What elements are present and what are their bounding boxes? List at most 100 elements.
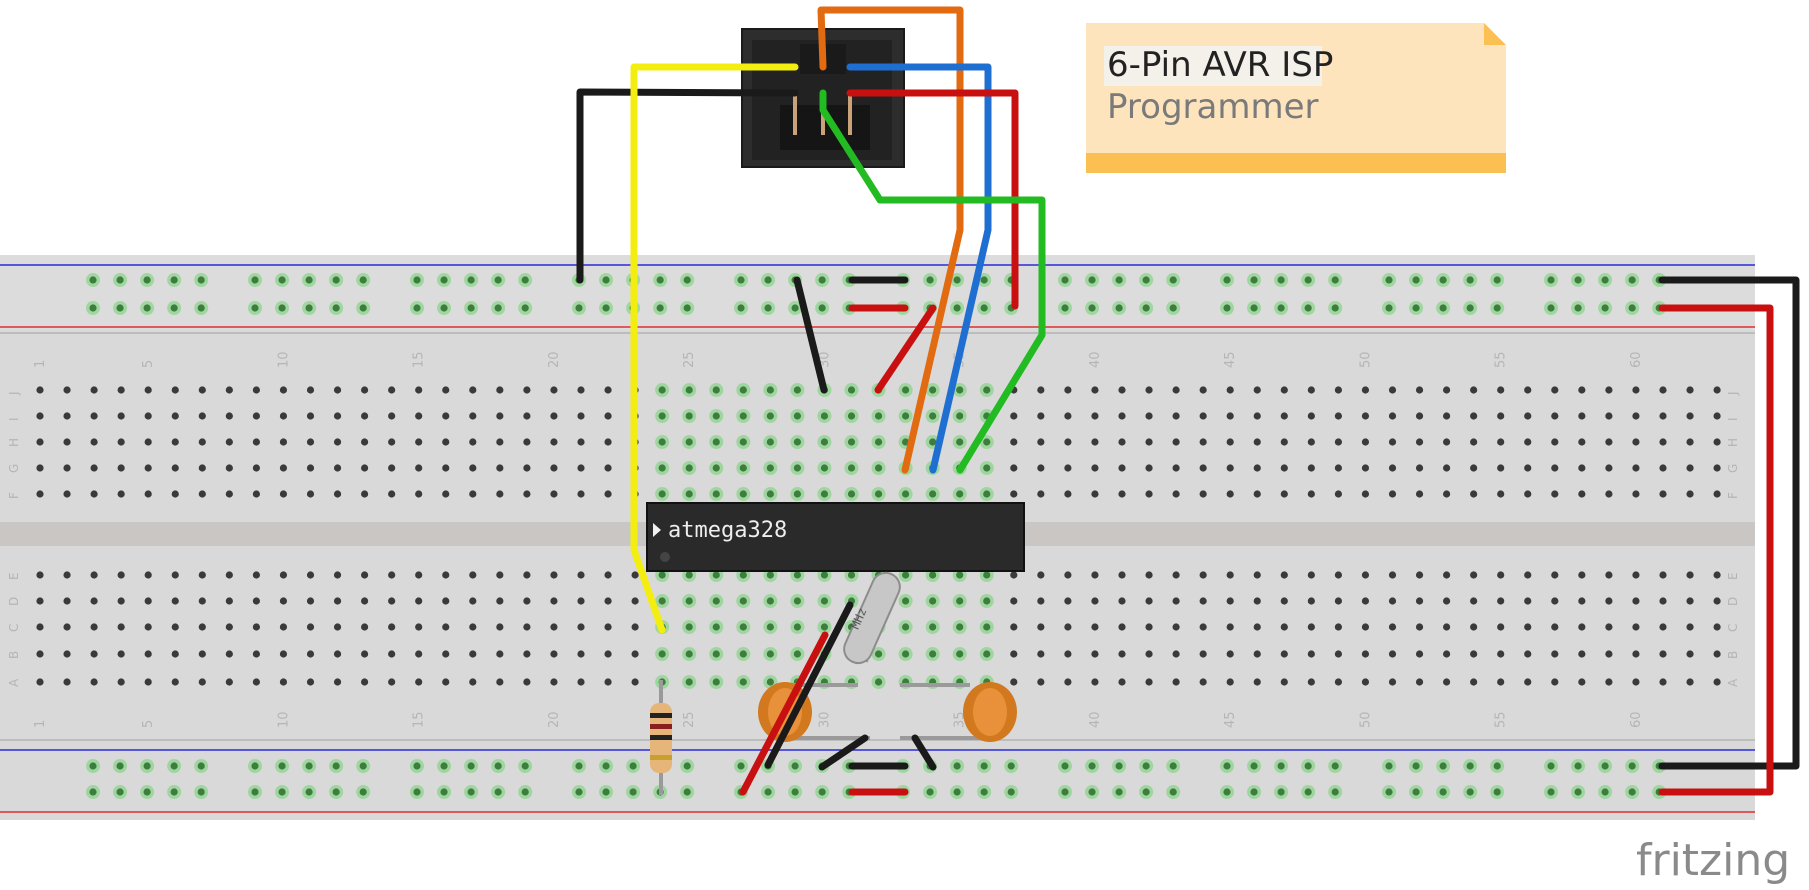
rail-hole xyxy=(1250,276,1258,284)
breadboard-hole xyxy=(1686,386,1694,394)
breadboard-hole xyxy=(1226,650,1234,658)
breadboard-hole xyxy=(874,438,883,446)
breadboard-hole xyxy=(1091,464,1099,472)
row-letter: H xyxy=(7,438,21,447)
rail-hole xyxy=(980,304,988,312)
rail-hole xyxy=(278,788,286,796)
rail-hole xyxy=(1439,304,1447,312)
breadboard-hole xyxy=(225,464,233,472)
breadboard-hole xyxy=(1010,464,1018,472)
breadboard-hole xyxy=(1551,571,1559,579)
rail-hole xyxy=(1061,788,1069,796)
breadboard-hole xyxy=(90,571,98,579)
breadboard-hole xyxy=(415,650,423,658)
breadboard-hole xyxy=(1551,438,1559,446)
breadboard-hole xyxy=(658,490,666,498)
breadboard-hole xyxy=(496,490,504,498)
breadboard-hole xyxy=(1497,464,1505,472)
breadboard-hole xyxy=(1470,597,1478,605)
breadboard-hole xyxy=(712,438,720,446)
breadboard-hole xyxy=(225,650,233,658)
breadboard-hole xyxy=(983,490,991,498)
breadboard-hole xyxy=(658,650,666,658)
breadboard-hole xyxy=(1199,412,1207,420)
breadboard-hole xyxy=(1605,571,1613,579)
breadboard-hole xyxy=(1199,438,1207,446)
rail-hole xyxy=(197,304,205,312)
breadboard-hole xyxy=(1226,571,1234,579)
rail-hole xyxy=(1304,276,1312,284)
breadboard-hole xyxy=(63,623,71,631)
breadboard-hole xyxy=(1388,678,1397,686)
breadboard-hole xyxy=(1334,597,1342,605)
breadboard-hole xyxy=(1226,412,1234,420)
row-letter: F xyxy=(7,492,21,499)
rail-hole xyxy=(1304,788,1312,796)
rail-hole xyxy=(251,762,259,770)
rail-hole xyxy=(305,304,313,312)
breadboard-hole xyxy=(1415,412,1424,420)
breadboard-hole xyxy=(1524,597,1532,605)
breadboard-hole xyxy=(712,678,720,686)
breadboard-hole xyxy=(658,386,666,394)
breadboard-hole xyxy=(550,678,558,686)
breadboard-hole xyxy=(712,412,720,420)
breadboard-hole xyxy=(1361,464,1370,472)
resistor-band xyxy=(650,713,672,718)
breadboard-hole xyxy=(1253,464,1261,472)
breadboard-hole xyxy=(442,412,450,420)
breadboard-hole xyxy=(144,623,152,631)
breadboard-hole xyxy=(1091,623,1099,631)
breadboard-hole xyxy=(171,386,179,394)
breadboard-hole xyxy=(1524,464,1532,472)
breadboard-hole xyxy=(306,597,315,605)
rail-hole xyxy=(1088,276,1096,284)
rail-hole xyxy=(629,788,637,796)
breadboard-hole xyxy=(577,597,585,605)
breadboard-hole xyxy=(1145,678,1153,686)
breadboard-hole xyxy=(1334,623,1342,631)
breadboard-hole xyxy=(1388,490,1397,498)
rail-hole xyxy=(1385,304,1393,312)
breadboard-hole xyxy=(1415,438,1424,446)
breadboard-hole xyxy=(929,412,937,420)
column-number: 10 xyxy=(276,711,291,728)
breadboard-hole xyxy=(1118,650,1126,658)
breadboard-hole xyxy=(956,571,964,579)
breadboard-hole xyxy=(1172,623,1180,631)
breadboard-hole xyxy=(1145,412,1153,420)
rail-hole xyxy=(413,304,421,312)
breadboard-hole xyxy=(1226,438,1234,446)
breadboard-hole xyxy=(766,386,774,394)
rail-hole xyxy=(1115,276,1123,284)
breadboard-hole xyxy=(306,490,315,498)
breadboard-hole xyxy=(1307,571,1315,579)
breadboard-hole xyxy=(1443,678,1451,686)
breadboard-hole xyxy=(1280,650,1288,658)
breadboard-hole xyxy=(1334,650,1342,658)
breadboard-hole xyxy=(198,571,206,579)
breadboard-hole xyxy=(847,464,856,472)
breadboard-hole xyxy=(550,571,558,579)
rail-hole xyxy=(1277,276,1285,284)
rail-hole xyxy=(737,304,745,312)
rail-hole xyxy=(116,276,124,284)
breadboard-hole xyxy=(36,412,44,420)
breadboard-hole xyxy=(1361,386,1370,394)
wire-black-cap-right xyxy=(911,734,937,771)
breadboard-hole xyxy=(198,623,206,631)
column-number: 45 xyxy=(1223,351,1238,368)
breadboard-hole xyxy=(1470,438,1478,446)
column-number: 60 xyxy=(1629,351,1644,368)
breadboard-hole xyxy=(442,438,450,446)
breadboard-hole xyxy=(442,650,450,658)
breadboard-hole xyxy=(793,623,802,631)
breadboard-hole xyxy=(1118,678,1126,686)
breadboard-hole xyxy=(1091,678,1099,686)
rail-hole xyxy=(1223,762,1231,770)
rail-hole xyxy=(1061,304,1069,312)
row-letter: J xyxy=(1726,391,1740,396)
breadboard-hole xyxy=(225,623,233,631)
breadboard-hole xyxy=(523,464,531,472)
